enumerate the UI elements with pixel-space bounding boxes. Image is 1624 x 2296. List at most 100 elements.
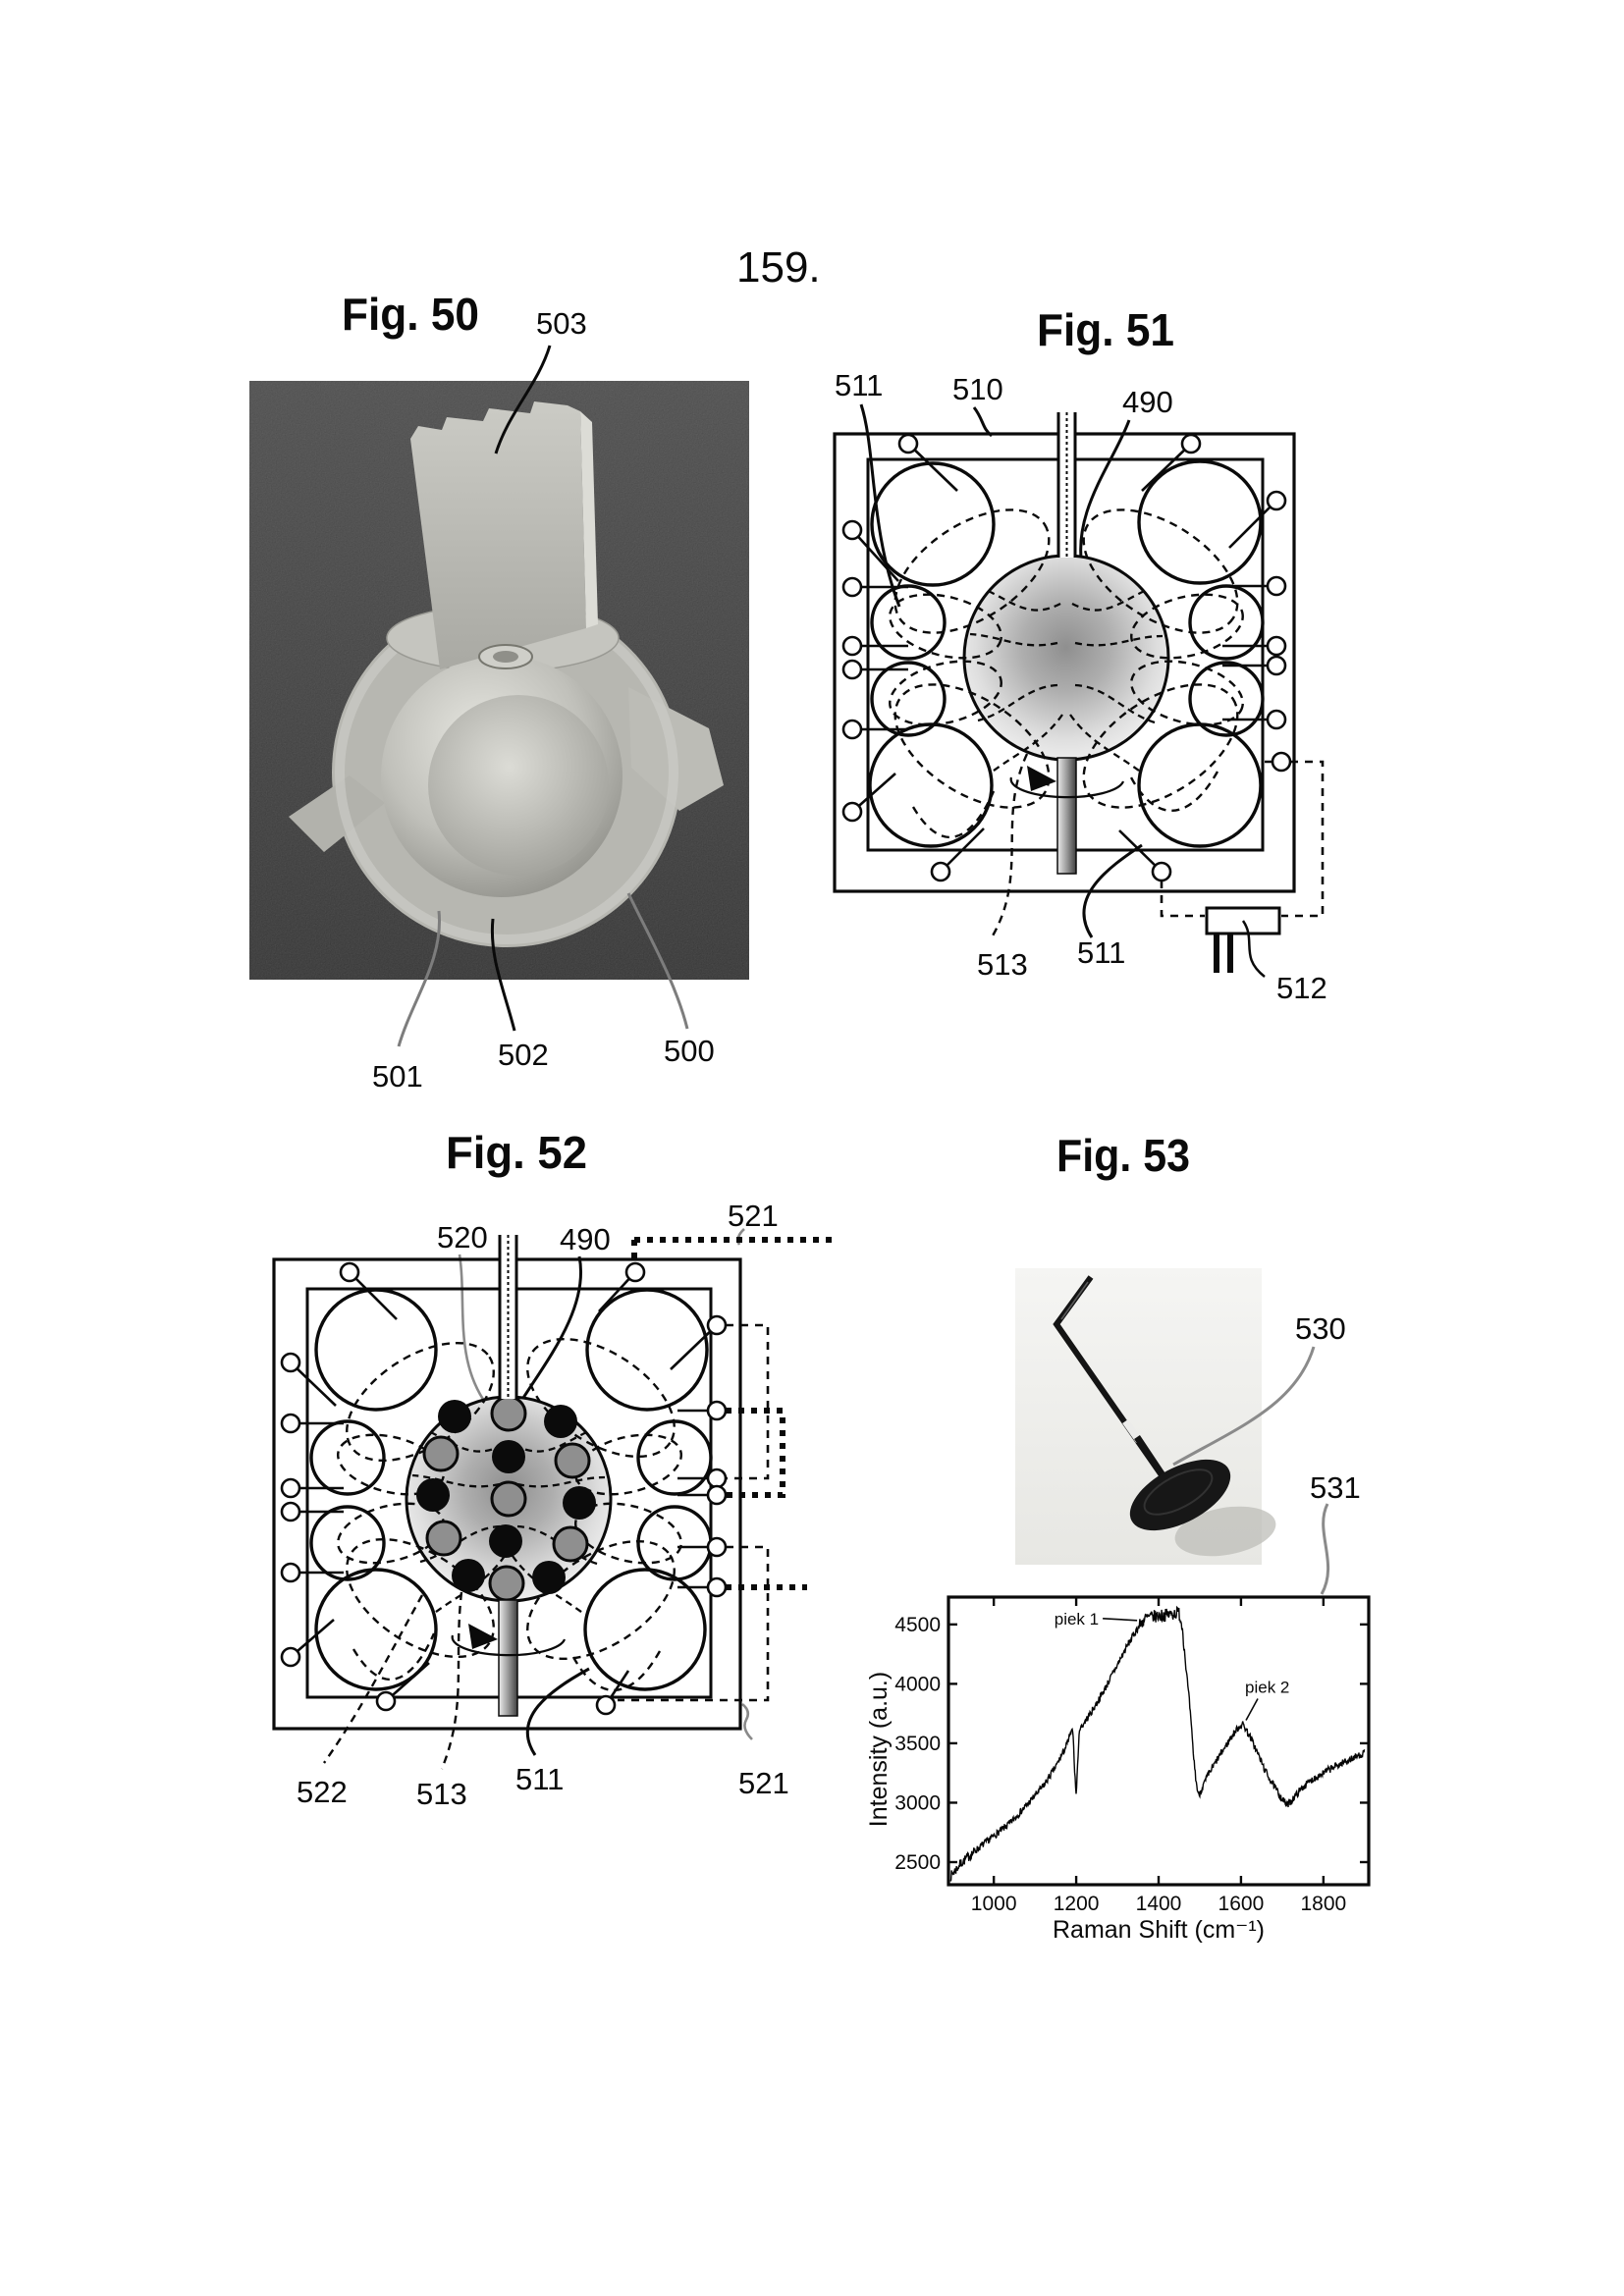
fig51-leader-511-bottom <box>1082 843 1143 938</box>
fig50-left-tab <box>289 775 385 852</box>
fig51-terminals <box>841 433 1292 882</box>
fig51-ref-510: 510 <box>952 372 1003 406</box>
fig52-leader-521-bottom <box>741 1702 753 1740</box>
terminal-circle <box>1180 433 1202 454</box>
fig51-rotation-arc <box>1009 776 1125 799</box>
terminal-circle <box>706 1484 728 1506</box>
fig52-leader-520 <box>458 1254 495 1415</box>
fig52-ref-520: 520 <box>437 1220 488 1255</box>
y-tick-label: 3500 <box>894 1733 941 1755</box>
fig50-leader-503 <box>494 345 552 454</box>
fig50-leader-501 <box>397 910 442 1047</box>
terminal-circle <box>841 659 863 680</box>
terminal-circle <box>841 801 863 823</box>
fig50-leaders <box>397 345 689 1047</box>
fig53-shadow <box>1174 1506 1276 1557</box>
terminal-circle <box>706 1314 728 1336</box>
fig51-leader-510 <box>972 406 993 438</box>
fig50-hub-hole <box>493 651 518 663</box>
fig52-rotation-arrow <box>468 1624 498 1649</box>
fig50-blade <box>410 401 586 669</box>
fig52-ref-490: 490 <box>560 1222 611 1256</box>
fig52-bus-thin <box>618 1323 770 1702</box>
fig51-leader-511-top <box>859 403 901 608</box>
chart-ylabel: Intensity (a.u.) <box>865 1672 893 1827</box>
fig53-title: Fig. 53 <box>1056 1130 1190 1181</box>
fig51-ref-512: 512 <box>1276 971 1327 1005</box>
fig52-ref-521-top: 521 <box>728 1199 779 1233</box>
fig52-bus-thick <box>631 1237 833 1590</box>
terminal-circle <box>1271 751 1292 773</box>
x-tick-label: 1800 <box>1300 1893 1346 1915</box>
fig53-disc-rim <box>1143 1468 1214 1516</box>
x-tick-label: 1200 <box>1054 1893 1100 1915</box>
fig51-connector-512 <box>1205 906 1281 978</box>
fig51-leader-513 <box>990 753 1029 938</box>
terminal-circle <box>1266 655 1287 676</box>
fig53-probe-disc <box>1129 1459 1231 1531</box>
x-tick-label: 1000 <box>971 1893 1017 1915</box>
fig51-rotation-arrow <box>1027 766 1056 791</box>
fig50-ref-501: 501 <box>372 1059 423 1094</box>
fig50-ref-503: 503 <box>536 306 587 341</box>
fig52-bottom-shaft <box>498 1599 518 1717</box>
fig50-ref-500: 500 <box>664 1034 715 1068</box>
fig51: Fig. 51 511 510 490 <box>833 304 1327 1005</box>
terminal-stem <box>851 529 899 582</box>
terminal-circle <box>595 1694 617 1716</box>
fig53-photo <box>1015 1268 1276 1565</box>
fig51-diagram <box>833 403 1325 978</box>
terminal-circle <box>280 1352 301 1373</box>
fig52-title: Fig. 52 <box>446 1127 587 1178</box>
terminal-stem <box>290 1362 337 1407</box>
fig51-ref-511-bottom: 511 <box>1077 935 1125 970</box>
terminal-circle <box>1266 709 1287 730</box>
fig53-ref-531: 531 <box>1310 1470 1361 1505</box>
fig51-ref-490: 490 <box>1122 385 1173 419</box>
fig52-particles-gray <box>422 1395 591 1602</box>
fig51-connector-wiring <box>1160 760 1325 918</box>
fig52: Fig. 52 520 490 521 <box>272 1127 833 1811</box>
chart-series <box>949 1605 1366 1882</box>
fig52-leader-522 <box>323 1594 424 1764</box>
fig53-leader-530 <box>1172 1346 1316 1467</box>
fig50-leader-500 <box>626 892 689 1030</box>
fig52-leader-490 <box>521 1255 582 1399</box>
fig51-ref-513: 513 <box>977 947 1028 982</box>
terminal-circle <box>897 433 919 454</box>
fig52-particles <box>416 1395 596 1602</box>
fig52-diagram <box>272 1228 833 1770</box>
fig51-plasma-sphere <box>962 554 1170 762</box>
fig50-photo <box>249 381 749 980</box>
fig51-leader-512 <box>1241 920 1266 978</box>
terminal-circle <box>841 519 863 541</box>
terminal-circle <box>1266 575 1287 597</box>
fig51-coils <box>868 459 1265 848</box>
y-tick-label: 3000 <box>894 1791 941 1814</box>
fig50-ref-502: 502 <box>498 1038 549 1072</box>
terminal-circle <box>841 635 863 657</box>
terminal-circle <box>841 576 863 598</box>
peak-annotation: piek 2 <box>1245 1679 1289 1697</box>
fig50-title: Fig. 50 <box>342 289 479 340</box>
y-tick-label: 2500 <box>894 1851 941 1874</box>
terminal-circle <box>280 1477 301 1499</box>
fig51-leader-490 <box>1079 419 1131 572</box>
fig51-ref-511-top: 511 <box>835 368 883 402</box>
fig52-particles-dark <box>416 1400 596 1594</box>
terminal-circle <box>280 1646 301 1668</box>
terminal-circle <box>280 1562 301 1583</box>
terminal-stem <box>940 828 985 873</box>
fig52-ref-511: 511 <box>515 1762 564 1796</box>
terminal-circle <box>1266 490 1287 511</box>
x-tick-label: 1600 <box>1218 1893 1265 1915</box>
x-tick-label: 1400 <box>1136 1893 1182 1915</box>
terminal-circle <box>339 1261 360 1283</box>
terminal-circle <box>280 1501 301 1522</box>
fig52-leader-513 <box>440 1591 463 1770</box>
chart-xlabel: Raman Shift (cm⁻¹) <box>1053 1916 1265 1944</box>
fig53-leader-531 <box>1320 1503 1330 1595</box>
